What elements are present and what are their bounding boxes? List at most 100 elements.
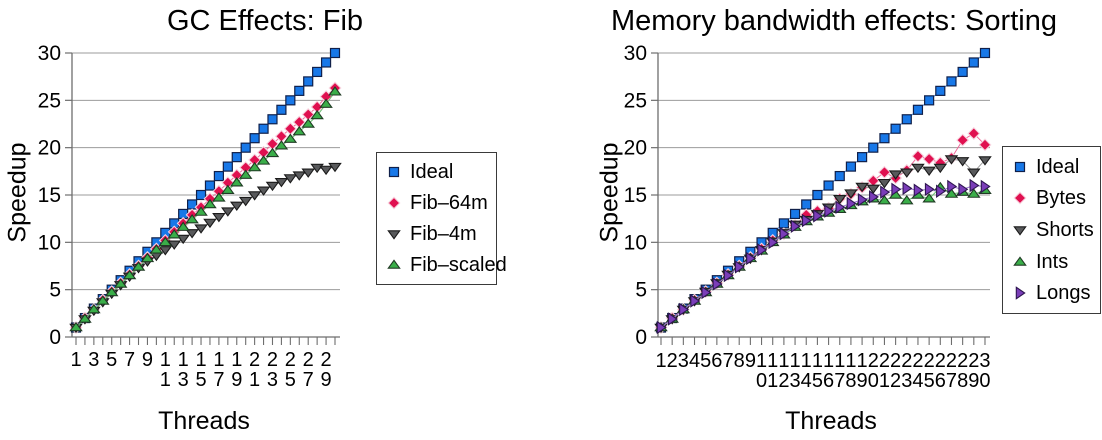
svg-text:2: 2 xyxy=(321,349,332,371)
svg-text:5: 5 xyxy=(195,369,206,391)
svg-text:1: 1 xyxy=(178,349,189,371)
svg-text:1: 1 xyxy=(160,349,171,371)
triangle-right-marker-icon xyxy=(1013,286,1027,300)
svg-text:2: 2 xyxy=(924,350,935,372)
svg-text:15: 15 xyxy=(38,184,61,207)
svg-text:1: 1 xyxy=(160,369,171,391)
svg-text:1: 1 xyxy=(195,349,206,371)
legend-label: Ideal xyxy=(1036,155,1080,178)
legend-label: Ideal xyxy=(410,161,454,184)
legend-item: Shorts xyxy=(1013,220,1096,240)
svg-text:3: 3 xyxy=(88,349,99,371)
legend-label: Fib–64m xyxy=(410,192,488,215)
square-marker-icon xyxy=(387,165,401,179)
svg-text:9: 9 xyxy=(321,369,332,391)
svg-text:3: 3 xyxy=(790,370,801,392)
svg-text:1: 1 xyxy=(767,370,778,392)
svg-text:8: 8 xyxy=(845,370,856,392)
svg-text:1: 1 xyxy=(767,350,778,372)
svg-text:4: 4 xyxy=(912,370,923,392)
chart-title: Memory bandwidth effects: Sorting xyxy=(611,5,1057,37)
svg-text:1: 1 xyxy=(879,370,890,392)
svg-text:9: 9 xyxy=(231,369,242,391)
svg-text:3: 3 xyxy=(267,369,278,391)
svg-text:1: 1 xyxy=(70,349,81,371)
legend-label: Longs xyxy=(1036,282,1091,305)
svg-text:9: 9 xyxy=(857,370,868,392)
svg-text:30: 30 xyxy=(38,42,61,65)
x-axis-label: Threads xyxy=(158,407,250,435)
svg-text:10: 10 xyxy=(38,231,61,254)
svg-text:7: 7 xyxy=(213,369,224,391)
svg-text:10: 10 xyxy=(624,231,647,254)
y-axis-label: Speedup xyxy=(595,142,624,243)
legend-box: Ideal Bytes Shorts Ints Longs xyxy=(1002,146,1101,314)
svg-text:5: 5 xyxy=(49,279,61,302)
svg-text:2: 2 xyxy=(249,349,260,371)
svg-text:5: 5 xyxy=(924,370,935,392)
svg-text:2: 2 xyxy=(957,350,968,372)
svg-text:1: 1 xyxy=(857,350,868,372)
legend-item: Fib–scaled xyxy=(387,255,507,275)
svg-text:7: 7 xyxy=(303,369,314,391)
svg-text:1: 1 xyxy=(823,350,834,372)
x-axis-label: Threads xyxy=(785,407,877,435)
svg-text:1: 1 xyxy=(213,349,224,371)
svg-text:2: 2 xyxy=(890,350,901,372)
svg-text:8: 8 xyxy=(957,370,968,392)
y-axis-label: Speedup xyxy=(3,142,32,243)
svg-text:1: 1 xyxy=(790,350,801,372)
svg-text:6: 6 xyxy=(711,350,722,372)
svg-text:2: 2 xyxy=(968,350,979,372)
svg-text:5: 5 xyxy=(635,279,647,302)
legend-label: Ints xyxy=(1036,250,1069,273)
svg-text:3: 3 xyxy=(979,350,990,372)
svg-text:2: 2 xyxy=(285,349,296,371)
chart-title: GC Effects: Fib xyxy=(166,5,364,37)
svg-text:1: 1 xyxy=(249,369,260,391)
svg-text:25: 25 xyxy=(624,89,647,112)
svg-text:1: 1 xyxy=(845,350,856,372)
legend-label: Shorts xyxy=(1036,218,1094,241)
svg-text:1: 1 xyxy=(231,349,242,371)
svg-text:2: 2 xyxy=(879,350,890,372)
svg-text:1: 1 xyxy=(834,350,845,372)
triangle-up-marker-icon xyxy=(1013,255,1027,269)
square-marker-icon xyxy=(1013,160,1027,174)
svg-text:30: 30 xyxy=(624,42,647,65)
legend-item: Fib–64m xyxy=(387,193,492,213)
svg-text:6: 6 xyxy=(935,370,946,392)
legend-item: Ideal xyxy=(1013,157,1096,177)
svg-text:2: 2 xyxy=(868,350,879,372)
svg-text:9: 9 xyxy=(745,350,756,372)
svg-text:4: 4 xyxy=(689,350,700,372)
svg-text:25: 25 xyxy=(38,89,61,112)
svg-text:3: 3 xyxy=(178,369,189,391)
svg-text:1: 1 xyxy=(778,350,789,372)
diamond-marker-icon xyxy=(387,196,401,210)
legend-label: Fib–4m xyxy=(410,222,477,245)
svg-text:7: 7 xyxy=(722,350,733,372)
svg-text:3: 3 xyxy=(678,350,689,372)
diamond-marker-icon xyxy=(1013,191,1027,205)
svg-text:5: 5 xyxy=(812,370,823,392)
svg-text:2: 2 xyxy=(890,370,901,392)
svg-text:0: 0 xyxy=(868,370,879,392)
legend-label: Bytes xyxy=(1036,187,1087,210)
svg-text:2: 2 xyxy=(935,350,946,372)
triangle-down-marker-icon xyxy=(387,227,401,241)
svg-text:0: 0 xyxy=(49,326,61,349)
triangle-down-marker-icon xyxy=(1013,223,1027,237)
svg-text:6: 6 xyxy=(823,370,834,392)
svg-text:7: 7 xyxy=(124,349,135,371)
svg-text:2: 2 xyxy=(267,349,278,371)
legend-item: Ideal xyxy=(387,162,492,182)
svg-text:7: 7 xyxy=(946,370,957,392)
svg-text:5: 5 xyxy=(285,369,296,391)
svg-text:7: 7 xyxy=(834,370,845,392)
